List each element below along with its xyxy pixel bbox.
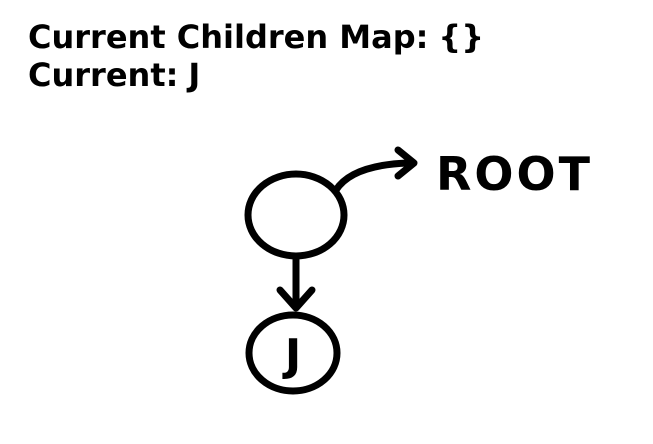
status-header: Current Children Map:{} Current:J	[28, 18, 484, 94]
current-label: Current:	[28, 56, 179, 94]
child-node-label: J	[282, 330, 301, 381]
current-line: Current:J	[28, 56, 484, 94]
children-map-value: {}	[438, 18, 484, 56]
child-edge-arrowhead	[276, 286, 316, 312]
root-label: ROOT	[436, 147, 593, 201]
child-node-j	[245, 311, 341, 395]
current-value: J	[188, 56, 201, 94]
children-map-line: Current Children Map:{}	[28, 18, 484, 56]
root-pointer-arrowhead	[394, 146, 418, 180]
root-node	[244, 170, 348, 260]
root-pointer-arrow	[332, 159, 412, 194]
children-map-label: Current Children Map:	[28, 18, 429, 56]
